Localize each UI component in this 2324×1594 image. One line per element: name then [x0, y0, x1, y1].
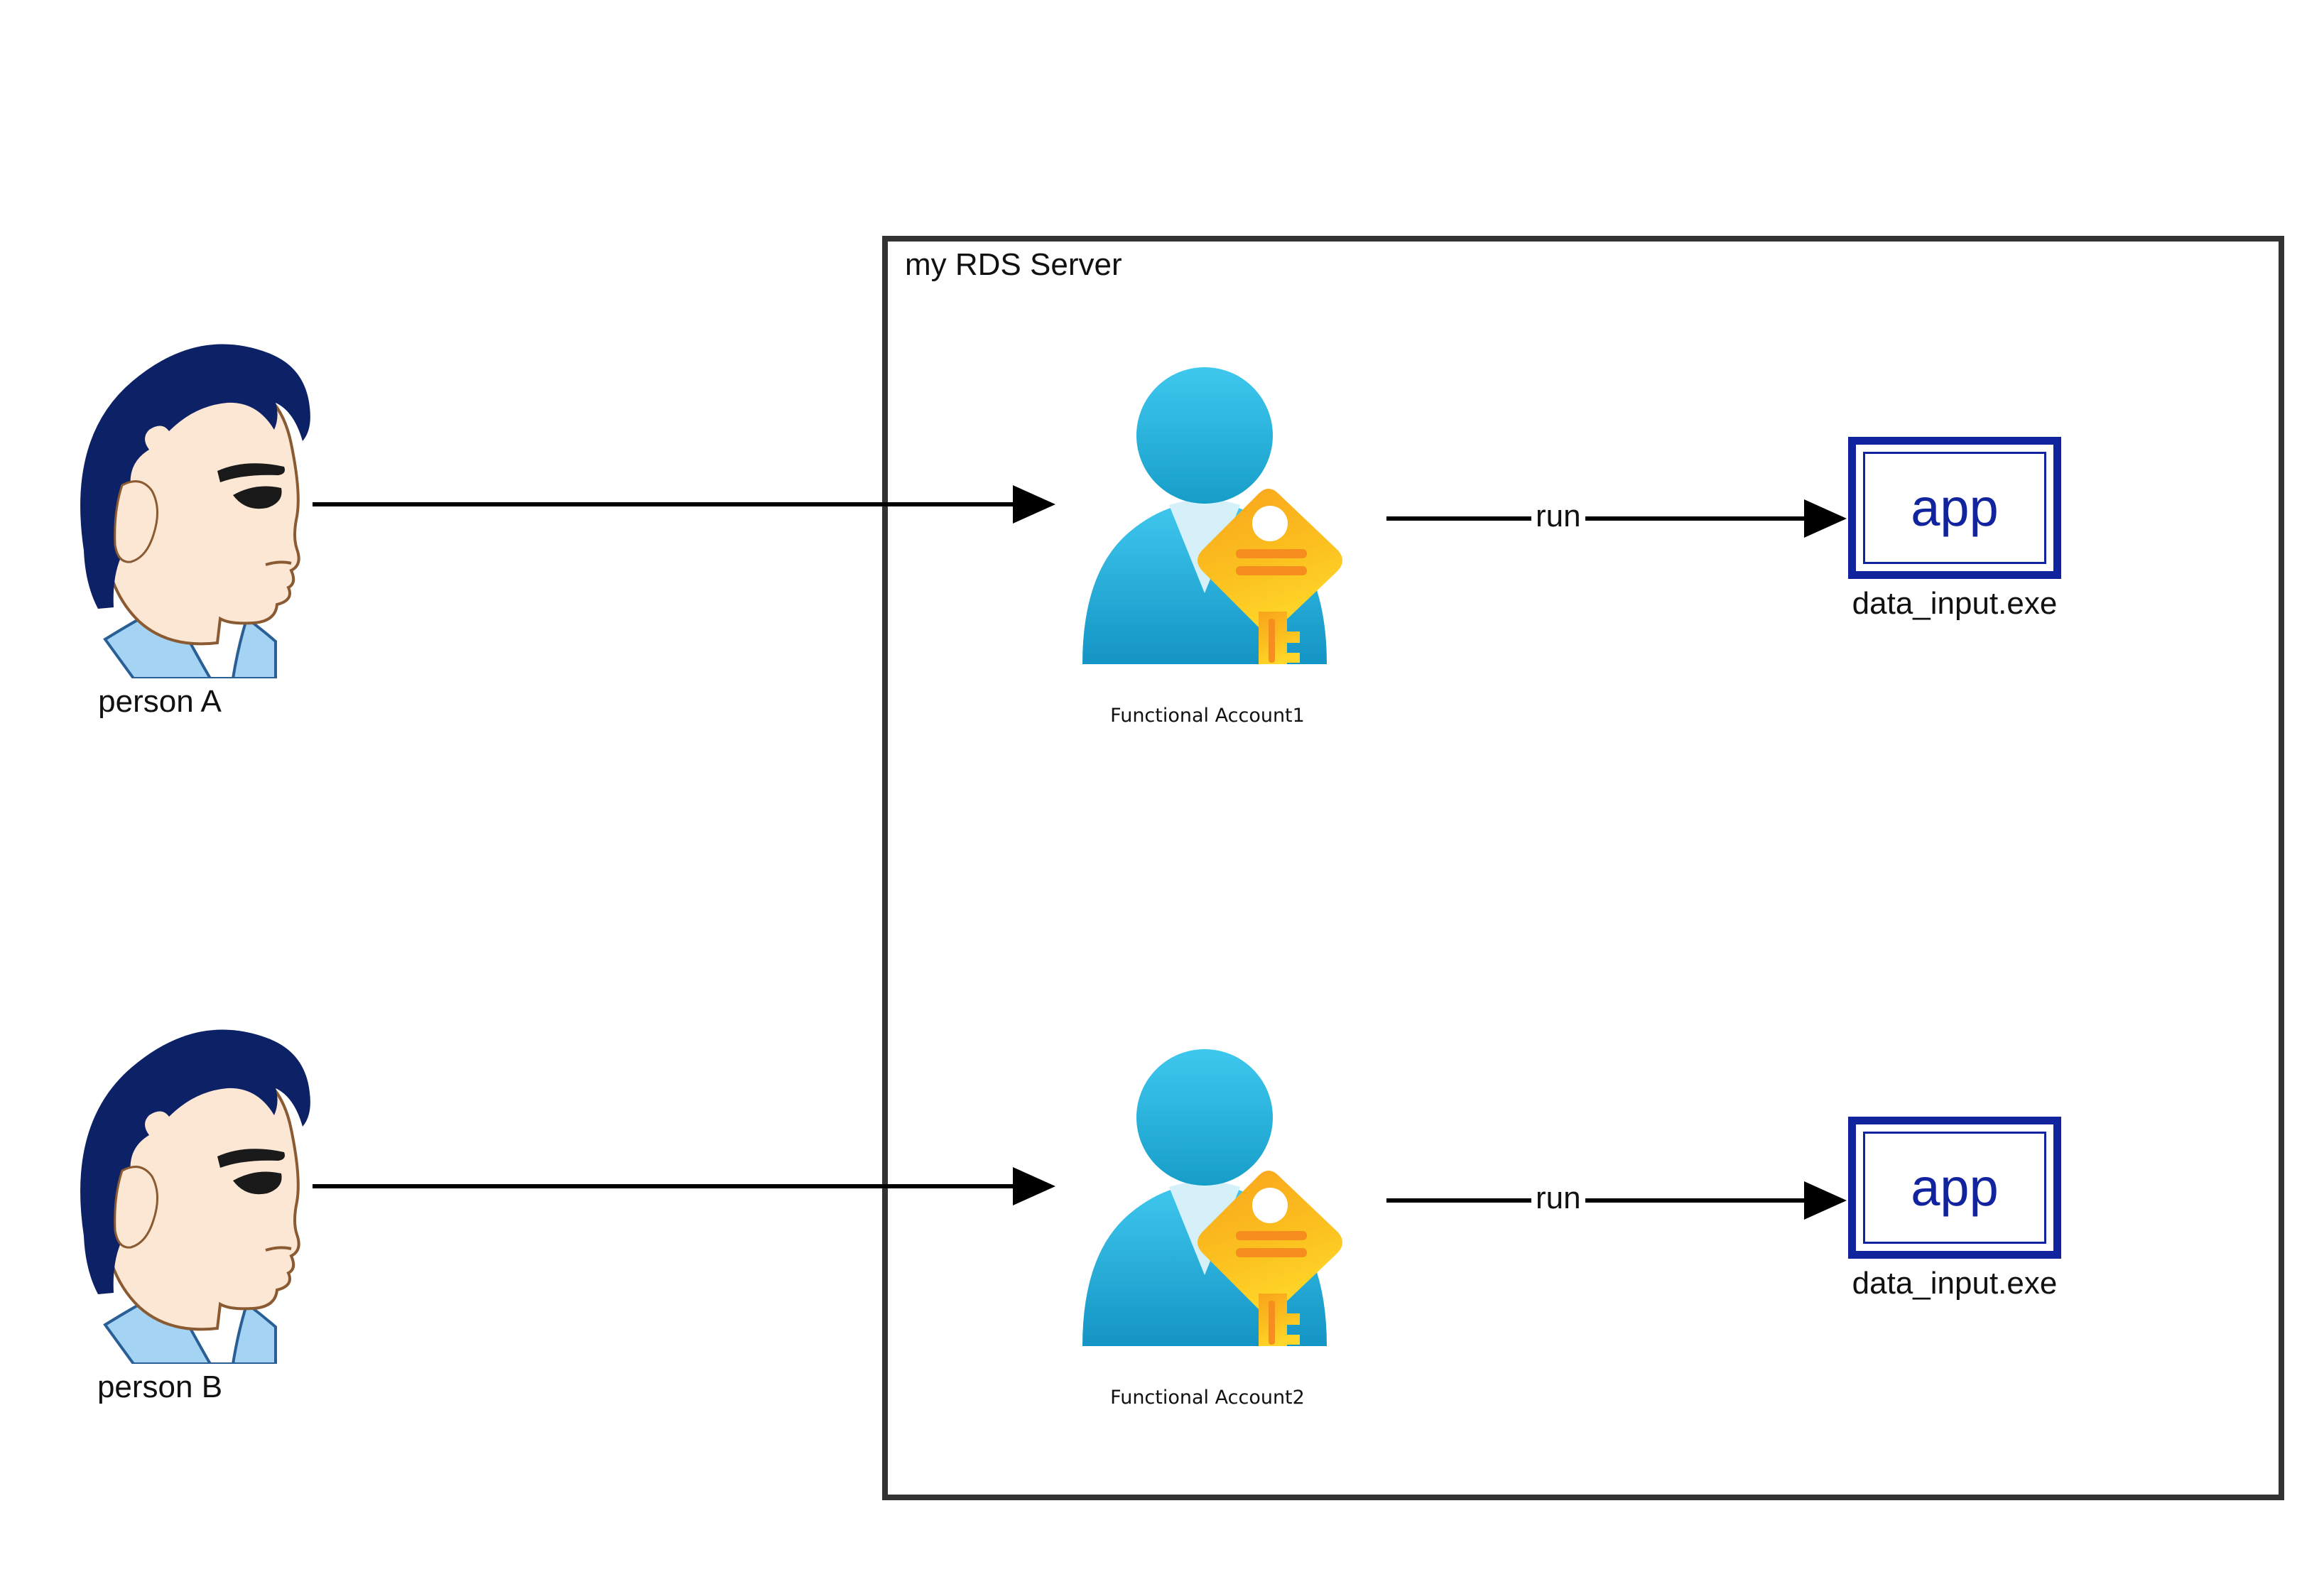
arrow-label-run-1: run [1531, 501, 1585, 532]
account2-label: Functional Account2 [1110, 1387, 1305, 1409]
person-profile-icon-b [63, 1009, 318, 1364]
person-a-label: person A [98, 684, 222, 719]
arrow-account1-to-app1 [1386, 499, 1855, 538]
arrow-account2-to-app2 [1386, 1181, 1855, 1220]
person-b-label: person B [97, 1370, 223, 1404]
rds-server-boundary [882, 236, 2284, 1500]
arrow-person-a-to-account1 [313, 485, 1065, 524]
account1-label: Functional Account1 [1110, 705, 1305, 727]
app-2-label: data_input.exe [1852, 1266, 2058, 1301]
app-box-2-inner: app [1863, 1132, 2046, 1244]
app-box-1[interactable]: app [1848, 437, 2061, 579]
app-box-1-inner: app [1863, 452, 2046, 564]
app-box-2-text: app [1911, 1158, 1999, 1217]
app-1-label: data_input.exe [1852, 586, 2058, 621]
user-with-key-icon-account1 [1065, 359, 1350, 664]
app-box-1-text: app [1911, 478, 1999, 537]
arrow-person-b-to-account2 [313, 1167, 1065, 1205]
person-profile-icon-a [63, 323, 318, 678]
rds-server-title: my RDS Server [905, 247, 1122, 282]
user-with-key-icon-account2 [1065, 1041, 1350, 1346]
arrow-label-run-2: run [1531, 1183, 1585, 1214]
app-box-2[interactable]: app [1848, 1117, 2061, 1259]
